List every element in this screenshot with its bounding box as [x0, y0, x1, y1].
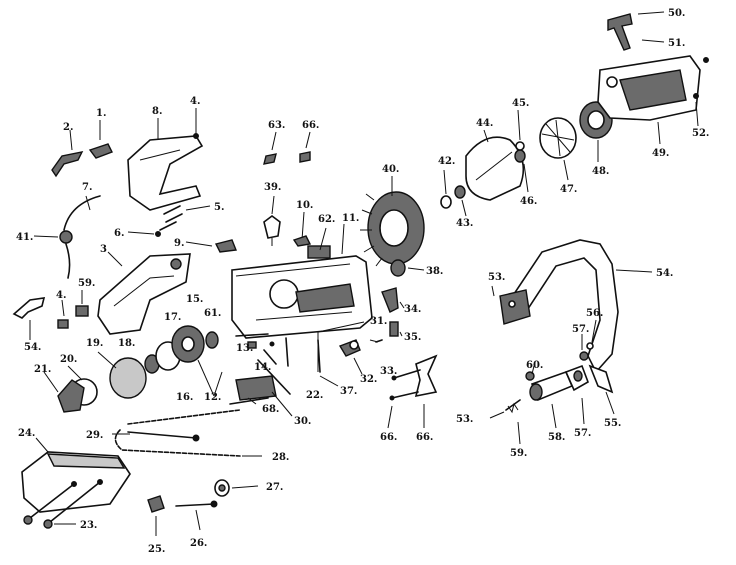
label-66-top: 66.: [302, 120, 319, 131]
part-11-engine-housing: [231, 211, 373, 339]
label-27: 27.: [266, 482, 283, 493]
label-68: 68.: [262, 404, 279, 415]
label-55: 55.: [604, 418, 621, 429]
label-17: 17.: [164, 312, 181, 323]
label-35: 35.: [404, 332, 421, 343]
part-64-bracket: [12, 297, 46, 340]
label-45: 45.: [512, 98, 529, 109]
label-62: 62.: [318, 214, 335, 225]
label-13: 13.: [236, 343, 253, 354]
label-38: 38.: [426, 266, 443, 277]
label-41: 41.: [16, 232, 33, 243]
label-58: 58.: [548, 432, 565, 443]
part-44-48-starter: [465, 101, 613, 201]
label-4-top: 4.: [190, 96, 200, 107]
part-31-35-group: [317, 287, 405, 387]
label-16: 16.: [176, 392, 193, 403]
label-11: 11.: [342, 213, 359, 224]
label-26: 26.: [190, 538, 207, 549]
part-55-60-group: [489, 319, 615, 445]
label-63: 63.: [268, 120, 285, 131]
label-56: 56.: [586, 308, 603, 319]
label-48: 48.: [592, 166, 609, 177]
part-clutch-stack: [43, 325, 223, 413]
label-47: 47.: [560, 184, 577, 195]
label-31: 31.: [370, 316, 387, 327]
part-3-handle-housing: [97, 251, 191, 335]
label-18: 18.: [118, 338, 135, 349]
label-4-left: 4.: [56, 290, 66, 301]
label-30: 30.: [294, 416, 311, 427]
label-66-b: 66.: [416, 432, 433, 443]
label-19: 19.: [86, 338, 103, 349]
label-6: 6.: [114, 228, 124, 239]
label-42: 42.: [438, 156, 455, 167]
part-61-bar-stud: [235, 333, 291, 395]
label-21: 21.: [34, 364, 51, 375]
label-59-right: 59.: [510, 448, 527, 459]
label-61: 61.: [204, 308, 221, 319]
label-22: 22.: [306, 390, 323, 401]
label-66-a: 66.: [380, 432, 397, 443]
label-59-left: 59.: [78, 278, 95, 289]
label-39: 39.: [264, 182, 281, 193]
label-3: 3: [100, 244, 107, 255]
part-39-63-36: [263, 131, 311, 246]
part-24-cover: [21, 437, 131, 529]
part-49-52-starter-housing: [597, 11, 709, 145]
part-8-handle-housing: [127, 108, 204, 211]
label-54-right: 54.: [656, 268, 673, 279]
label-29: 29.: [86, 430, 103, 441]
label-28: 28.: [272, 452, 289, 463]
label-49: 49.: [652, 148, 669, 159]
label-54-left: 54.: [24, 342, 41, 353]
part-25-27-hardware: [147, 479, 259, 536]
label-44: 44.: [476, 118, 493, 129]
part-66-bumper: [387, 354, 438, 429]
label-23: 23.: [80, 520, 97, 531]
label-43: 43.: [456, 218, 473, 229]
label-7: 7.: [82, 182, 92, 193]
part-1-2-clips: [51, 120, 113, 178]
label-10: 10.: [296, 200, 313, 211]
label-52: 52.: [692, 128, 709, 139]
label-46: 46.: [520, 196, 537, 207]
label-12: 12.: [204, 392, 221, 403]
label-14: 14.: [254, 362, 271, 373]
label-60: 60.: [526, 360, 543, 371]
label-53-bottom: 53.: [456, 414, 473, 425]
label-33: 33.: [380, 366, 397, 377]
label-57-top: 57.: [572, 324, 589, 335]
part-28-29-chain: [112, 409, 262, 457]
part-7-41-link: [33, 195, 101, 279]
part-5-6-pins: [127, 205, 211, 237]
callout-labels: 1. 2. 3 4. 4. 5. 6. 7. 8. 9. 10. 11. 12.…: [16, 8, 709, 555]
label-57-bottom: 57.: [574, 428, 591, 439]
label-37: 37.: [340, 386, 357, 397]
label-2: 2.: [63, 122, 73, 133]
part-4-59-screws: [57, 290, 89, 329]
label-20: 20.: [60, 354, 77, 365]
label-5: 5.: [214, 202, 224, 213]
label-25: 25.: [148, 544, 165, 555]
part-30-68-plate: [229, 375, 293, 417]
label-1: 1.: [96, 108, 106, 119]
part-40-flywheel: [360, 169, 467, 277]
label-40: 40.: [382, 164, 399, 175]
label-9: 9.: [174, 238, 184, 249]
label-51: 51.: [668, 38, 685, 49]
label-53-top: 53.: [488, 272, 505, 283]
label-15: 15.: [186, 294, 203, 305]
label-34: 34.: [404, 304, 421, 315]
label-32: 32.: [360, 374, 377, 385]
part-9-10-small: [185, 235, 312, 253]
label-8: 8.: [152, 106, 162, 117]
label-24: 24.: [18, 428, 35, 439]
part-54-front-handle: [491, 239, 653, 374]
label-50: 50.: [668, 8, 685, 19]
